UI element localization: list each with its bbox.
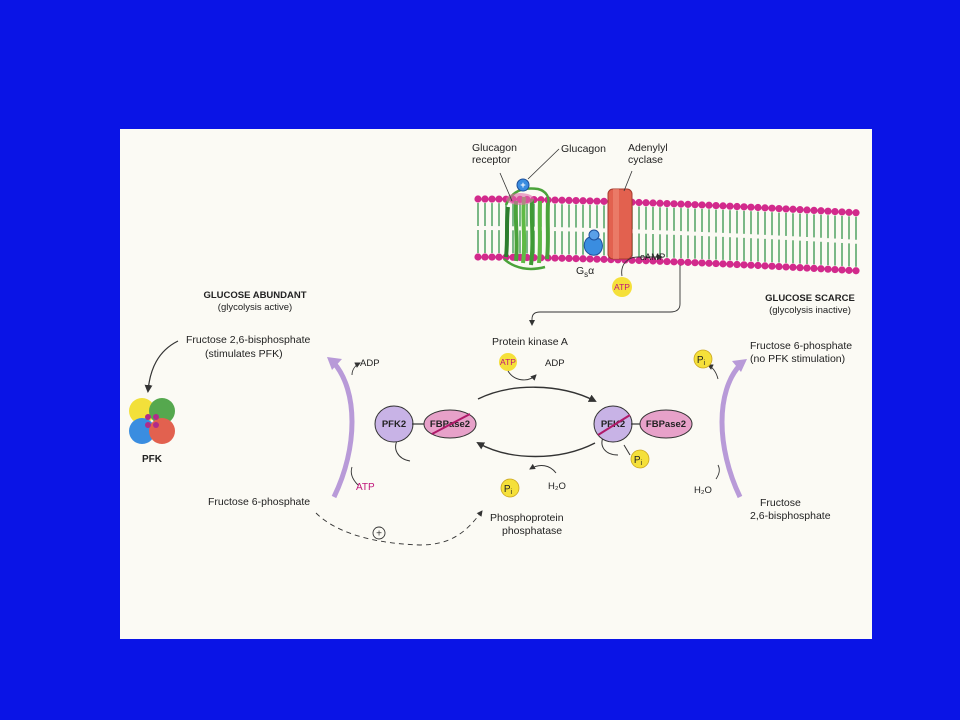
svg-text:+: + — [520, 180, 525, 190]
svg-text:Pi: Pi — [504, 484, 513, 496]
pi-badge-center: Pi — [500, 478, 520, 498]
gs-alpha-label: Gsα — [576, 265, 594, 279]
adp-label-center: ADP — [545, 358, 565, 369]
fbpase2-label-right: FBPase2 — [646, 419, 686, 430]
svg-text:ATP: ATP — [500, 357, 516, 367]
glucose-scarce-heading: GLUCOSE SCARCE — [765, 293, 855, 304]
adp-label-left: ADP — [360, 358, 380, 369]
inactive-strike-icon — [597, 414, 631, 436]
phosphate-group-icon — [630, 449, 650, 469]
pfk-label: PFK — [142, 454, 163, 465]
pi-badge-right: Pi — [693, 349, 713, 369]
bifunctional-enzyme-left: PFK2 FBPase2 — [374, 405, 477, 462]
glucose-abundant-heading: GLUCOSE ABUNDANT — [203, 290, 306, 301]
atp-badge-center: ATP — [499, 353, 517, 371]
pfk-tetramer-icon — [129, 398, 175, 444]
atp-badge-membrane: ATP — [612, 277, 632, 297]
svg-text:Pi: Pi — [697, 355, 706, 367]
gs-alpha-icon — [583, 229, 603, 256]
glucagon-receptor-icon — [503, 187, 550, 271]
svg-text:Pi: Pi — [634, 455, 643, 467]
fructose-6-phosphate-right: Fructose 6-phosphate — [750, 340, 852, 352]
atp-label-left: ATP — [356, 482, 375, 493]
glucose-scarce-subheading: (glycolysis inactive) — [769, 305, 851, 316]
svg-text:ATP: ATP — [614, 282, 630, 292]
glucagon-icon: + — [516, 178, 530, 192]
stimulates-pfk-note: (stimulates PFK) — [205, 348, 283, 360]
stimulation-plus-icon: + — [372, 526, 386, 540]
no-pfk-stimulation-note: (no PFK stimulation) — [750, 353, 845, 365]
camp-label: cAMP — [640, 252, 665, 263]
fructose-6-phosphate-left: Fructose 6-phosphate — [208, 496, 310, 508]
adenylyl-cyclase-icon — [607, 188, 633, 260]
protein-kinase-a-label: Protein kinase A — [492, 336, 568, 348]
inactive-strike-icon — [431, 413, 471, 435]
fructose-26-bisphosphate-left: Fructose 2,6-bisphosphate — [186, 334, 310, 346]
bifunctional-enzyme-right: PFK2 FBPase2 Pi — [593, 405, 693, 469]
h2o-label-center: H₂O — [548, 481, 566, 492]
h2o-label-right: H₂O — [694, 485, 712, 496]
glucagon-label: Glucagon — [561, 143, 606, 155]
pfk2-label-left: PFK2 — [382, 419, 406, 430]
glucose-abundant-subheading: (glycolysis active) — [218, 302, 292, 313]
svg-text:+: + — [376, 529, 382, 540]
